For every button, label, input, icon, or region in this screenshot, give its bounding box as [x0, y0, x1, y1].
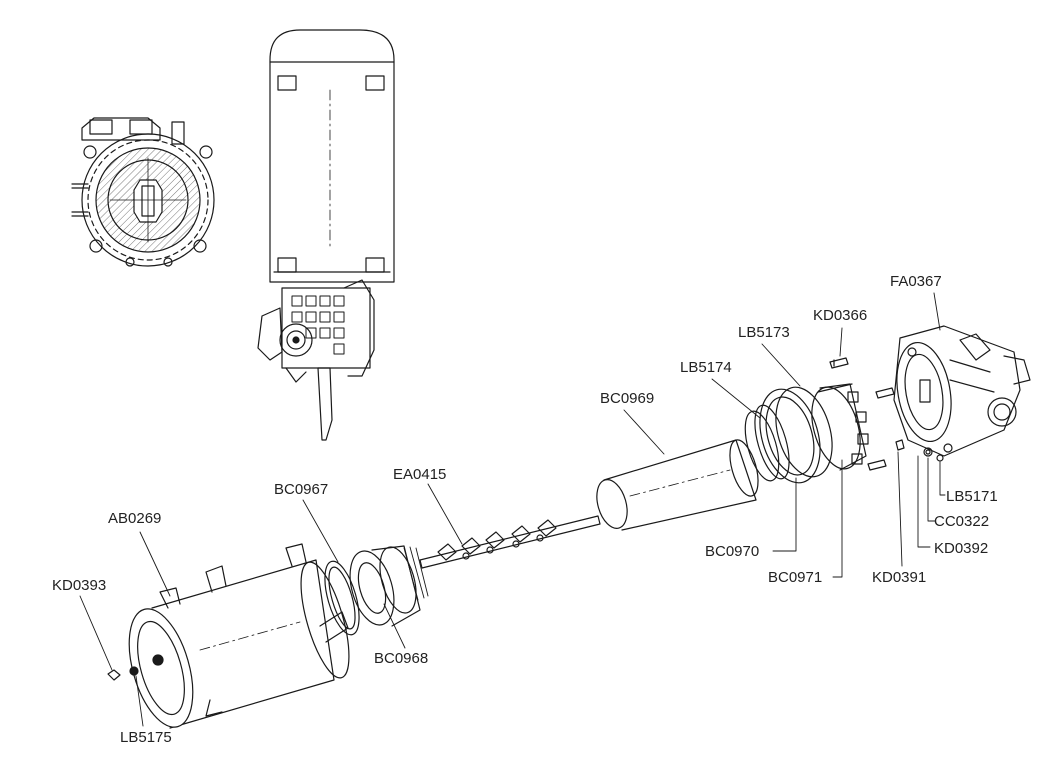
label-kd0391: KD0391	[872, 569, 927, 586]
ring-bc0967	[324, 560, 360, 636]
label-lb5173: LB5173	[738, 324, 790, 341]
housing-bc0970-bc0971	[811, 383, 869, 471]
motor-housing-ab0269	[107, 543, 350, 729]
shaft-ea0415	[419, 515, 601, 569]
label-lb5174: LB5174	[680, 359, 732, 376]
pump-side-view	[257, 29, 395, 441]
label-lb5175: LB5175	[120, 729, 172, 746]
pump-front-view	[71, 117, 215, 267]
label-bc0971: BC0971	[768, 569, 823, 586]
label-cc0322: CC0322	[934, 513, 990, 530]
label-kd0366: KD0366	[813, 307, 868, 324]
label-ea0415: EA0415	[393, 466, 447, 483]
label-lb5171: LB5171	[946, 488, 998, 505]
label-bc0968: BC0968	[374, 650, 429, 667]
label-fa0367: FA0367	[890, 273, 942, 290]
small-hardware	[895, 439, 944, 462]
screws-kd0366	[829, 357, 895, 471]
label-kd0393: KD0393	[52, 577, 107, 594]
label-kd0392: KD0392	[934, 540, 989, 557]
label-bc0967: BC0967	[274, 481, 329, 498]
bearing-bc0968	[349, 545, 429, 627]
label-ab0269: AB0269	[108, 510, 162, 527]
sleeve-bc0969	[596, 439, 759, 531]
leader-lines	[79, 292, 946, 727]
label-bc0969: BC0969	[600, 390, 655, 407]
pump-head-fa0367	[893, 325, 1031, 457]
seal-rings	[744, 386, 833, 484]
label-bc0970: BC0970	[705, 543, 760, 560]
